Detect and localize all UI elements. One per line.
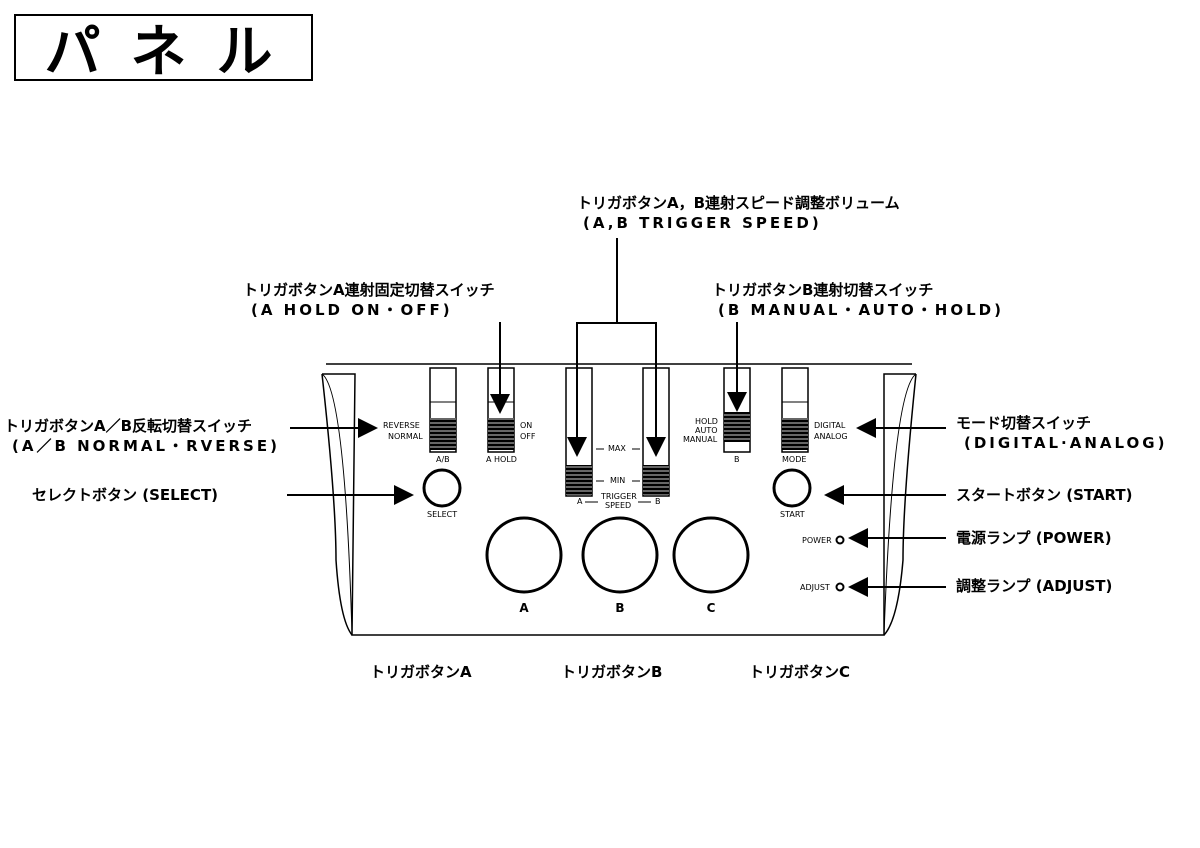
normal-label: NORMAL xyxy=(388,432,423,441)
a-hold-switch-label: A HOLD xyxy=(486,455,517,464)
min-label: MIN xyxy=(610,476,626,485)
speed-label: SPEED xyxy=(605,501,632,510)
off-label: OFF xyxy=(520,432,536,441)
trigger-a-letter: A xyxy=(519,601,529,615)
mode-switch-label: モード切替スイッチ (DIGITAL·ANALOG) xyxy=(956,414,1168,452)
ab-switch xyxy=(429,367,457,453)
b-switch-label: B xyxy=(734,455,740,464)
speed-slider-b xyxy=(642,367,670,497)
on-label: ON xyxy=(520,421,533,430)
speed-slider-a xyxy=(565,367,593,497)
adjust-lamp xyxy=(835,582,845,592)
select-label: セレクトボタン (SELECT) xyxy=(32,486,219,504)
power-panel-label: POWER xyxy=(802,536,832,545)
b-mode-label: トリガボタンB連射切替スイッチ (B MANUAL・AUTO・HOLD) xyxy=(712,281,1004,319)
slider-b-label: B xyxy=(655,497,661,506)
trigger-button-a xyxy=(485,516,563,594)
trigger-a-caption: トリガボタンA xyxy=(370,663,472,681)
title-box: パネル xyxy=(14,14,313,85)
speed-volume-label: トリガボタンA，B連射スピード調整ボリューム (A,B TRIGGER SPEE… xyxy=(577,194,900,232)
mode-switch-label-panel: MODE xyxy=(782,455,807,464)
trigger-button-b xyxy=(581,516,659,594)
max-label: MAX xyxy=(608,444,626,453)
manual-label: MANUAL xyxy=(683,435,718,444)
trigger-b-letter: B xyxy=(615,601,625,615)
adjust-panel-label: ADJUST xyxy=(800,583,830,592)
trigger-button-c xyxy=(672,516,750,594)
page-title: パネル xyxy=(44,20,303,85)
start-button xyxy=(772,468,812,508)
ab-reverse-label: トリガボタンA／B反転切替スイッチ (A／B NORMAL・RVERSE) xyxy=(4,417,280,455)
adjust-lamp-label: 調整ランプ (ADJUST) xyxy=(956,577,1113,595)
ab-switch-label: A/B xyxy=(436,455,450,464)
power-lamp xyxy=(835,535,845,545)
start-label: スタートボタン (START) xyxy=(956,486,1133,504)
select-button-label: SELECT xyxy=(427,510,458,519)
trigger-c-letter: C xyxy=(706,601,716,615)
power-lamp-label: 電源ランプ (POWER) xyxy=(956,529,1112,547)
trigger-c-caption: トリガボタンC xyxy=(749,663,851,681)
analog-label: ANALOG xyxy=(814,432,848,441)
mode-switch xyxy=(781,367,809,453)
slider-a-label: A xyxy=(577,497,583,506)
reverse-label: REVERSE xyxy=(383,421,420,430)
a-hold-label: トリガボタンA連射固定切替スイッチ (A HOLD ON・OFF) xyxy=(243,281,495,319)
digital-label: DIGITAL xyxy=(814,421,846,430)
select-button xyxy=(422,468,462,508)
hold-label: HOLD xyxy=(695,417,718,426)
trigger-b-caption: トリガボタンB xyxy=(561,663,663,681)
trigger-label: TRIGGER xyxy=(601,492,637,501)
panel-outline xyxy=(321,363,917,636)
auto-label: AUTO xyxy=(695,426,718,435)
start-button-label: START xyxy=(780,510,805,519)
